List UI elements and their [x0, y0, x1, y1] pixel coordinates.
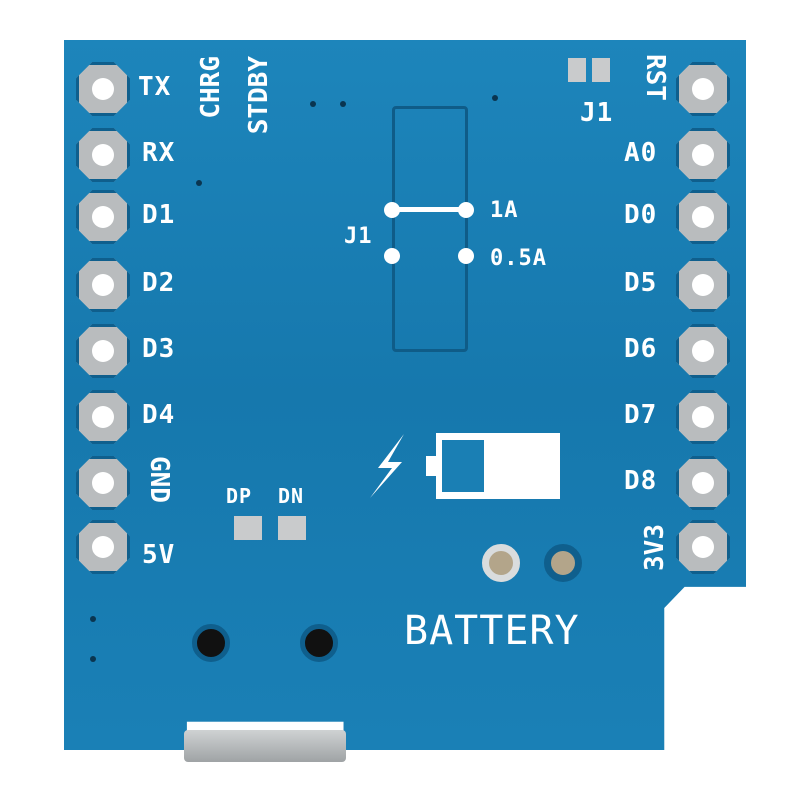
pin-pad-d8 — [676, 456, 730, 510]
battery-pad — [544, 544, 582, 582]
pin-pad-d6 — [676, 324, 730, 378]
pin-label: D6 — [624, 334, 658, 364]
jumper-dot — [458, 202, 474, 218]
pin-pad-d5 — [676, 258, 730, 312]
jumper-opt-1a: 1A — [490, 198, 519, 223]
via — [310, 101, 316, 107]
pin-pad-d1 — [76, 190, 130, 244]
pin-label: D5 — [624, 268, 658, 298]
pin-label: 5V — [142, 540, 176, 570]
jumper-dot — [458, 248, 474, 264]
j1-smd-pad — [592, 58, 610, 82]
pin-pad-3v3 — [676, 520, 730, 574]
pin-pad-d4 — [76, 390, 130, 444]
pin-pad-gnd — [76, 456, 130, 510]
battery-label: BATTERY — [404, 608, 580, 654]
battery-pad — [482, 544, 520, 582]
pin-label: D2 — [142, 268, 176, 298]
dn-pad — [278, 516, 306, 540]
pin-label: 3V3 — [640, 524, 670, 571]
pin-label: D4 — [142, 400, 176, 430]
dp-label: DP — [226, 484, 253, 508]
j1-top-label: J1 — [580, 98, 614, 128]
chrg-label: CHRG — [196, 56, 226, 119]
jumper-outline — [392, 106, 468, 352]
pin-label: RST — [640, 54, 670, 101]
pin-label: A0 — [624, 138, 658, 168]
via — [90, 616, 96, 622]
jumper-label: J1 — [344, 224, 373, 249]
pcb-board — [64, 40, 746, 750]
pin-label: D0 — [624, 200, 658, 230]
jumper-bridge — [392, 207, 464, 212]
pin-pad-d0 — [676, 190, 730, 244]
via — [90, 656, 96, 662]
pin-label: D7 — [624, 400, 658, 430]
j1-smd-pad — [568, 58, 586, 82]
dp-pad — [234, 516, 262, 540]
pin-pad-d3 — [76, 324, 130, 378]
dn-label: DN — [278, 484, 305, 508]
pin-label: D1 — [142, 200, 176, 230]
stdby-label: STDBY — [244, 56, 274, 135]
micro-usb-connector — [184, 730, 346, 762]
jumper-opt-05a: 0.5A — [490, 246, 547, 271]
pin-label: D8 — [624, 466, 658, 496]
pin-pad-5v — [76, 520, 130, 574]
pin-pad-d2 — [76, 258, 130, 312]
pin-label: GND — [144, 456, 174, 503]
via — [340, 101, 346, 107]
pin-pad-a0 — [676, 128, 730, 182]
pin-pad-tx — [76, 62, 130, 116]
mounting-hole — [192, 624, 230, 662]
pin-pad-rst — [676, 62, 730, 116]
pin-label: TX — [138, 72, 172, 102]
via — [492, 95, 498, 101]
via — [196, 180, 202, 186]
jumper-dot — [384, 248, 400, 264]
pin-pad-rx — [76, 128, 130, 182]
pin-label: RX — [142, 138, 176, 168]
pin-label: D3 — [142, 334, 176, 364]
pin-pad-d7 — [676, 390, 730, 444]
mounting-hole — [300, 624, 338, 662]
